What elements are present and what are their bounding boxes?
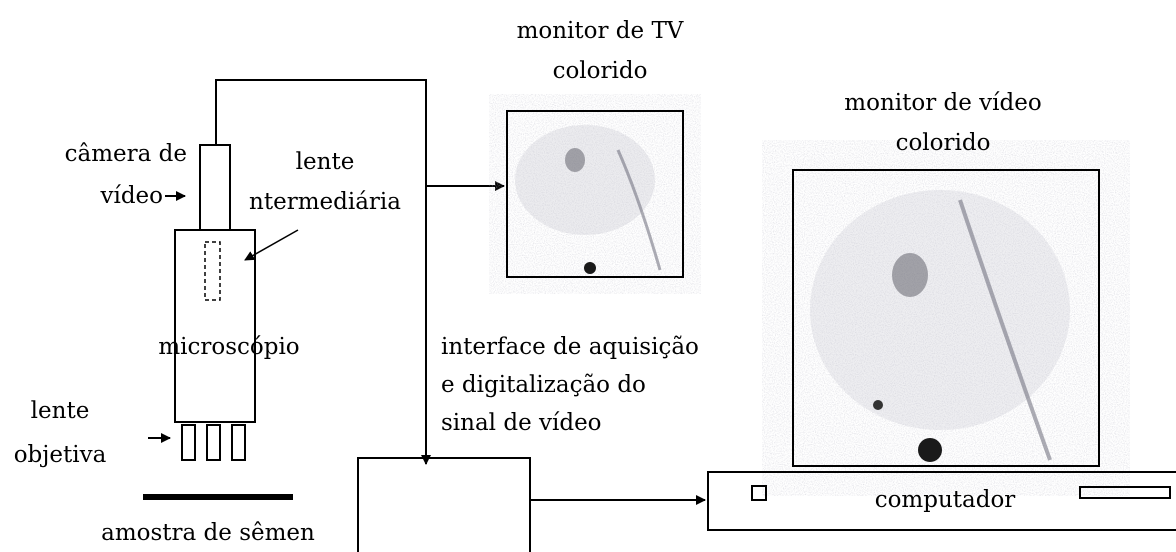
tv-monitor	[506, 110, 684, 278]
tv-monitor-label-line2: colorido	[553, 58, 648, 84]
video-monitor-label-line2: colorido	[896, 130, 991, 156]
computer-label: computador	[875, 487, 1016, 513]
objective-lens-label-line1: lente	[31, 398, 90, 424]
microscope-body	[174, 229, 256, 423]
microscope-label: microscópio	[158, 334, 299, 360]
intermediate-lens-label-line2: ntermediária	[249, 189, 401, 215]
camera-cable	[215, 79, 427, 186]
interface-label-line2: e digitalização do	[441, 372, 646, 398]
computer-drive-slot	[1079, 486, 1171, 499]
interface-label-line1: interface de aquisição	[441, 334, 699, 360]
objective-lens-2	[206, 424, 221, 461]
tv-monitor-label-line1: monitor de TV	[517, 18, 684, 44]
arrow-intermediate-lens-pointer	[244, 229, 299, 261]
objective-lens-1	[181, 424, 196, 461]
video-camera	[199, 144, 231, 231]
video-monitor-label-line1: monitor de vídeo	[844, 90, 1041, 116]
computer-button	[751, 485, 767, 501]
video-monitor	[792, 169, 1100, 467]
intermediate-lens-shape	[204, 241, 221, 301]
computer	[707, 471, 1176, 531]
intermediate-lens-label-line1: lente	[296, 149, 355, 175]
objective-lens-3	[231, 424, 246, 461]
camera-label-line2: vídeo	[99, 183, 163, 209]
acquisition-interface-box	[357, 457, 531, 552]
sample-label: amostra de sêmen	[101, 520, 315, 546]
objective-lens-label-line2: objetiva	[14, 442, 107, 468]
interface-label-line3: sinal de vídeo	[441, 410, 602, 436]
camera-label-line1: câmera de	[65, 141, 187, 167]
